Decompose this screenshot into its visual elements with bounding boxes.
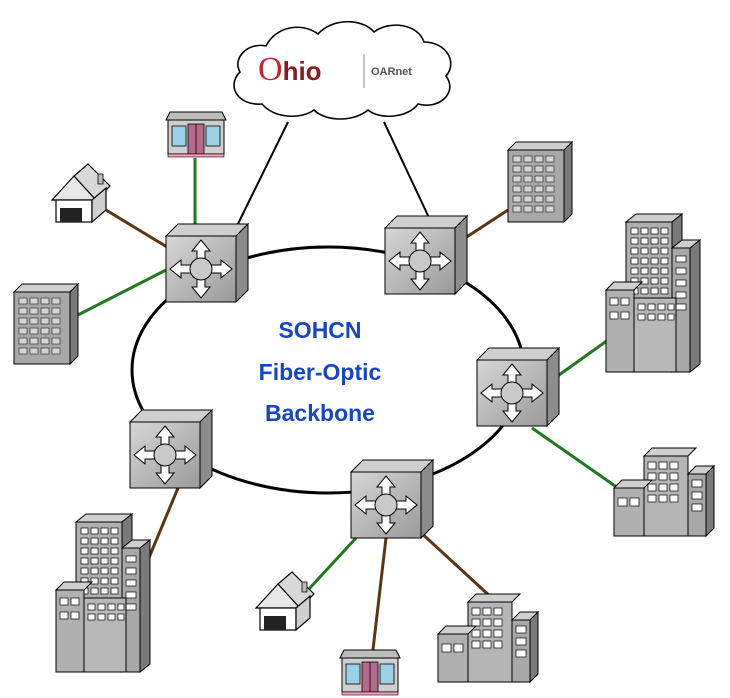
router-icon	[129, 409, 213, 489]
link-office-top-right	[461, 208, 509, 242]
storefront-icon	[165, 111, 227, 158]
cloud-icon: Ohio OARnet	[233, 21, 452, 120]
backbone-title-line-2: Fiber-Optic	[259, 359, 382, 385]
link-house-top	[105, 208, 173, 252]
office-building-icon	[55, 513, 151, 673]
storefront-icon	[339, 649, 401, 696]
backbone-title-line-1: SOHCN	[278, 317, 361, 343]
backbone-title-line-3: Backbone	[265, 400, 375, 426]
backbone-title: SOHCN Fiber-Optic Backbone	[259, 317, 382, 426]
oarnet-logo: OARnet	[371, 66, 412, 78]
link-house-bottom	[306, 536, 358, 592]
office-building-icon	[605, 213, 701, 373]
link-cloud-router-ne	[383, 121, 433, 225]
office-building-icon	[13, 283, 79, 365]
ohio-logo: Ohio	[258, 51, 322, 88]
link-tall-left	[146, 487, 180, 561]
router-icon	[350, 459, 434, 539]
office-building-icon	[613, 447, 715, 537]
office-building-icon	[437, 593, 539, 683]
connection-links	[71, 121, 619, 659]
router-icon	[476, 347, 560, 427]
link-office-left	[71, 266, 171, 320]
house-icon	[255, 571, 315, 631]
link-cloud-router-nw	[231, 121, 289, 237]
link-low-right	[531, 426, 619, 490]
link-store-bottom	[370, 537, 388, 659]
link-tall-right	[551, 338, 609, 382]
house-icon	[51, 163, 111, 223]
office-building-icon	[507, 141, 573, 223]
router-icon	[384, 215, 468, 295]
link-low-bottom	[416, 528, 494, 600]
ohio-logo-rest: hio	[283, 56, 322, 86]
ohio-logo-o: O	[258, 51, 283, 88]
router-icon	[165, 223, 249, 303]
